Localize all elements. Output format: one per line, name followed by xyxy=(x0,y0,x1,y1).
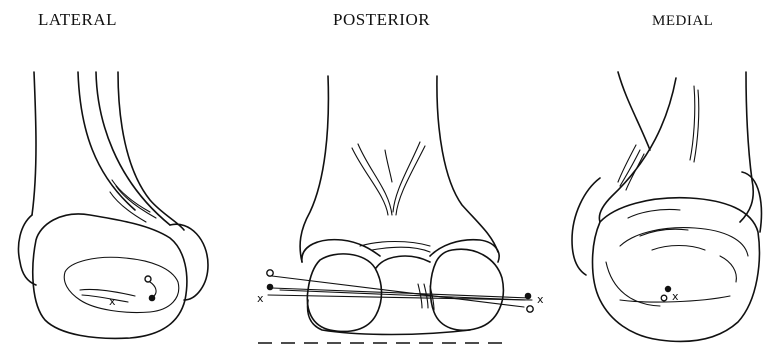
medial-filled-dot-marker xyxy=(665,286,671,292)
medial-open-circle-marker xyxy=(661,295,667,301)
posterior-right-open-circle-marker xyxy=(527,306,533,312)
posterior-right-cross-marker: x xyxy=(537,293,544,306)
lateral-cross-marker: x xyxy=(109,295,116,308)
lateral-knee-drawing: x xyxy=(19,72,209,338)
lateral-open-circle-marker xyxy=(145,276,151,282)
posterior-left-open-circle-marker xyxy=(267,270,273,276)
posterior-left-filled-dot-marker xyxy=(267,284,274,291)
posterior-knee-drawing: x x xyxy=(257,76,544,343)
posterior-right-filled-dot-marker xyxy=(525,293,532,300)
medial-cross-marker: x xyxy=(672,290,679,303)
medial-knee-drawing: x xyxy=(572,72,761,341)
posterior-left-cross-marker: x xyxy=(257,292,264,305)
